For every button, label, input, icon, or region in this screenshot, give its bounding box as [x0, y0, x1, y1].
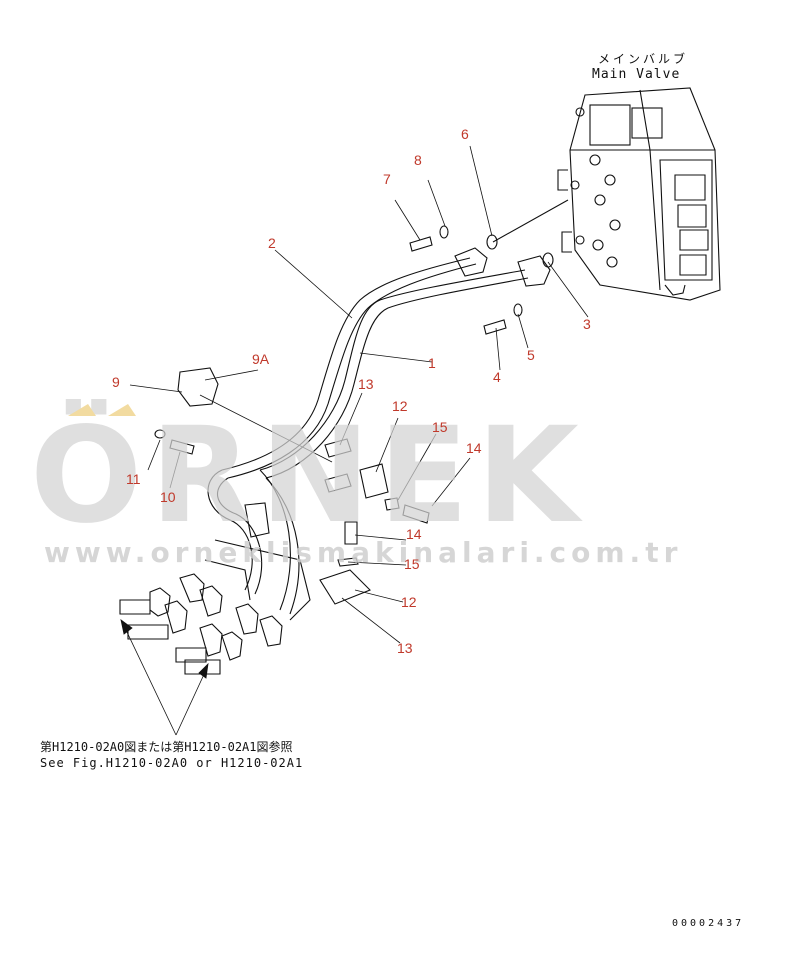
callout-12-lower: 12 [401, 594, 417, 610]
main-valve-drawing [557, 87, 721, 301]
callout-5: 5 [527, 347, 535, 363]
callout-9a: 9A [252, 351, 270, 367]
reference-en: See Fig.H1210-02A0 or H1210-02A1 [40, 756, 304, 770]
leader-lines [120, 145, 589, 736]
watermark-url: www.orneklismakinalari.com.tr [44, 536, 683, 569]
drawing-number: 00002437 [672, 918, 745, 929]
callout-4: 4 [493, 369, 501, 385]
callout-3: 3 [583, 316, 591, 332]
tubes-drawing [119, 199, 569, 675]
callout-7: 7 [383, 171, 391, 187]
callout-10: 10 [160, 489, 176, 505]
valve-label-en: Main Valve [592, 67, 681, 82]
reference-jp: 第H1210-02A0図または第H1210-02A1図参照 [40, 740, 293, 754]
callout-14-lower: 14 [406, 526, 422, 542]
callout-15-lower: 15 [404, 556, 420, 572]
callout-6: 6 [461, 126, 469, 142]
callout-13-lower: 13 [397, 640, 413, 656]
callout-14-upper: 14 [466, 440, 482, 456]
callout-9: 9 [112, 374, 120, 390]
callout-1: 1 [428, 355, 436, 371]
watermark-brand: ÖRNEK [30, 399, 587, 553]
callout-11: 11 [126, 471, 141, 487]
callout-2: 2 [268, 235, 276, 251]
valve-label-jp: メインバルブ [598, 52, 689, 66]
callout-12-upper: 12 [392, 398, 408, 414]
callout-15-upper: 15 [432, 419, 448, 435]
callout-8: 8 [414, 152, 422, 168]
callout-13-upper: 13 [358, 376, 374, 392]
